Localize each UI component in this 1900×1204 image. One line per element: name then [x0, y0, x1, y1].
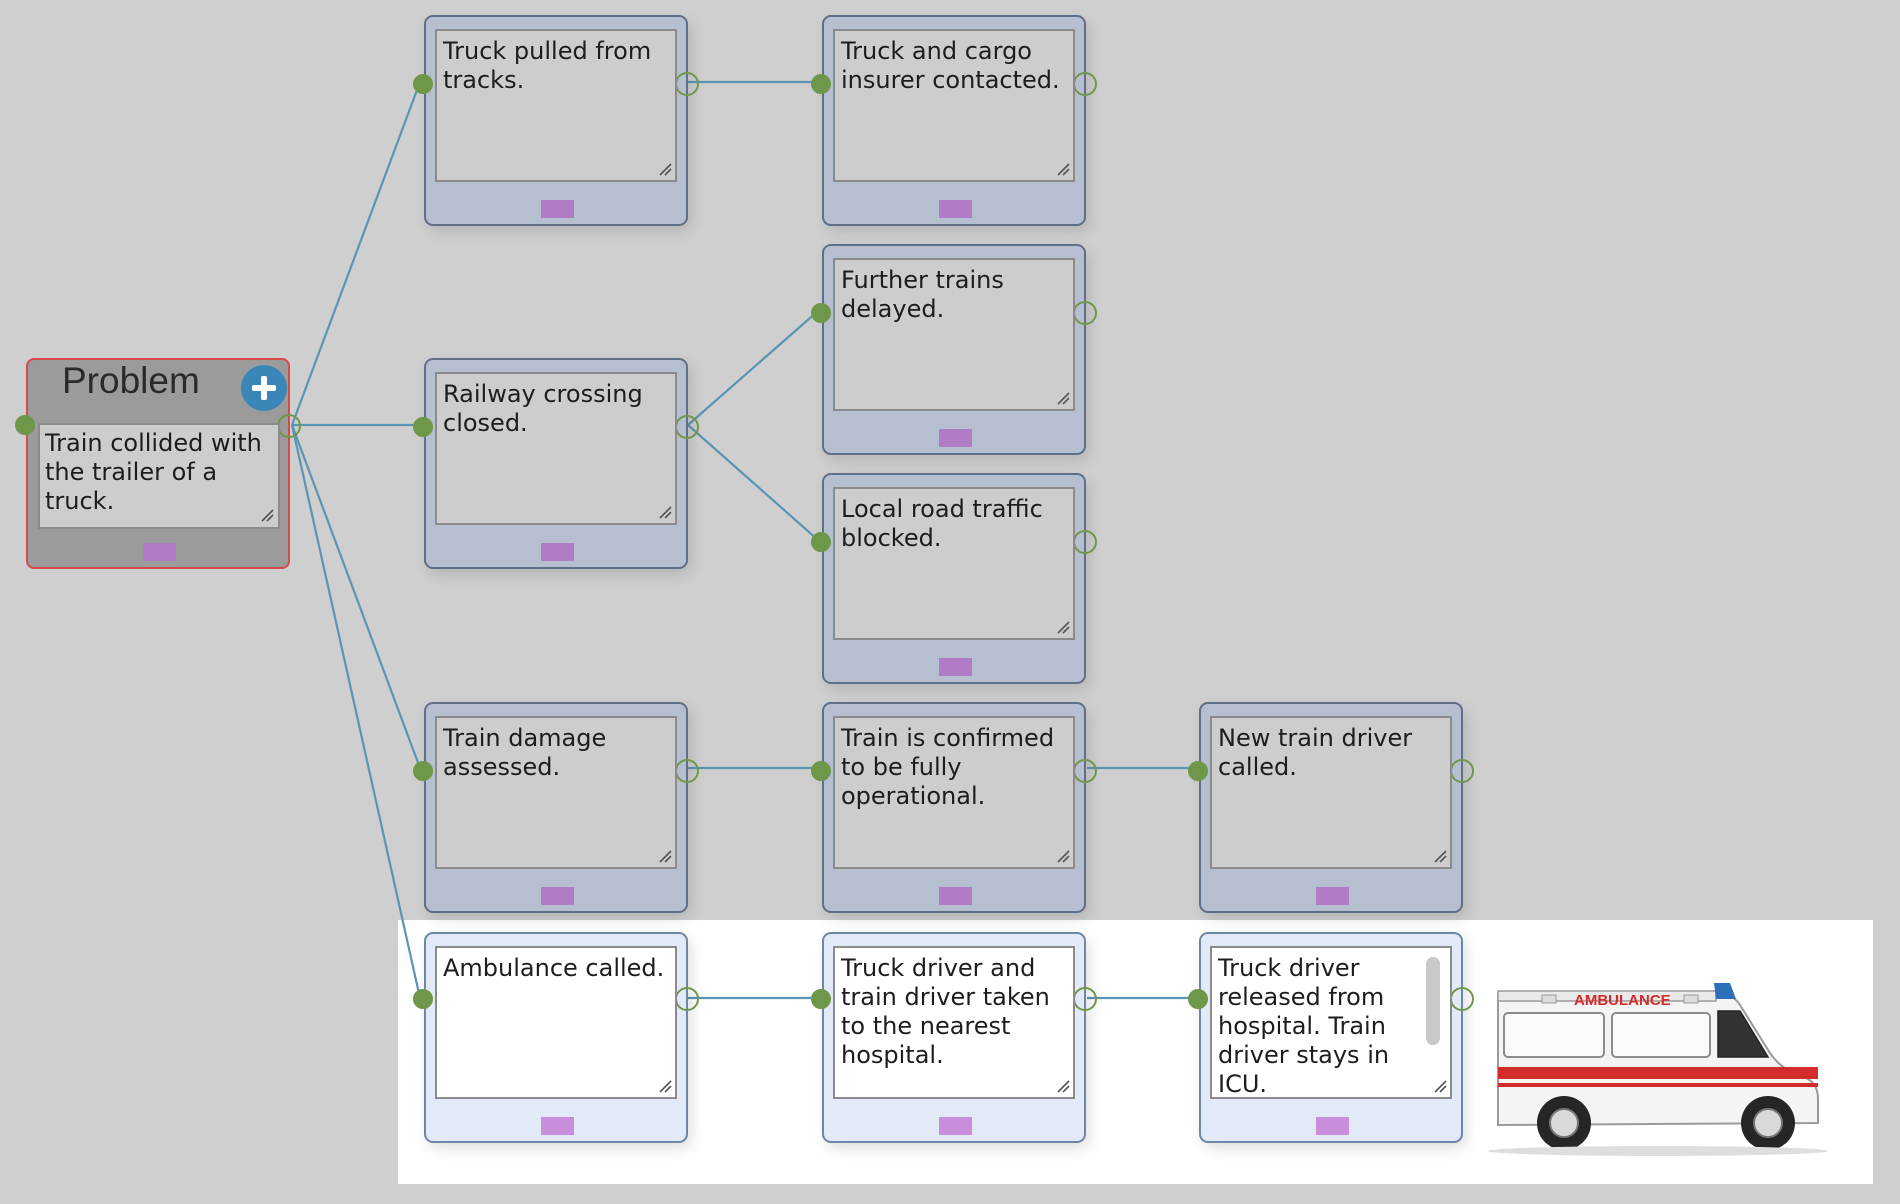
node-trains-delayed[interactable]: Further trains delayed. [811, 244, 1097, 455]
output-port[interactable] [1073, 987, 1097, 1011]
text-scrollbar[interactable] [1426, 957, 1440, 1045]
node-train-operational[interactable]: Train is confirmed to be fully operation… [811, 702, 1097, 913]
problem-input-port[interactable] [15, 415, 35, 435]
resize-handle-icon[interactable] [1431, 847, 1447, 863]
node-text[interactable]: Train is confirmed to be fully operation… [833, 716, 1075, 869]
node-tag[interactable] [1316, 1117, 1349, 1135]
node-text[interactable]: Truck driver released from hospital. Tra… [1210, 946, 1452, 1099]
ambulance-image: AMBULANCE [1488, 983, 1828, 1156]
output-port[interactable] [1450, 759, 1474, 783]
input-port[interactable] [413, 989, 433, 1009]
node-text[interactable]: Railway crossing closed. [435, 372, 677, 525]
problem-text[interactable]: Train collided with the trailer of a tru… [38, 423, 280, 529]
problem-output-port[interactable] [277, 414, 301, 438]
resize-handle-icon[interactable] [1054, 1077, 1070, 1093]
problem-title: Problem [62, 360, 200, 401]
problem-node[interactable]: Problem Train collided with the trailer … [15, 358, 301, 569]
resize-handle-icon[interactable] [1054, 160, 1070, 176]
node-tag[interactable] [939, 887, 972, 905]
output-port[interactable] [675, 72, 699, 96]
node-tag[interactable] [541, 887, 574, 905]
resize-handle-icon[interactable] [656, 503, 672, 519]
resize-handle-icon[interactable] [656, 160, 672, 176]
output-port[interactable] [675, 415, 699, 439]
output-port[interactable] [1073, 301, 1097, 325]
link-problem-n9 [290, 424, 422, 999]
node-tag[interactable] [939, 658, 972, 676]
node-text[interactable]: Ambulance called. [435, 946, 677, 1099]
input-port[interactable] [413, 417, 433, 437]
node-truck-pulled[interactable]: Truck pulled from tracks. [413, 15, 699, 226]
node-text[interactable]: Local road traffic blocked. [833, 487, 1075, 640]
resize-handle-icon[interactable] [1054, 847, 1070, 863]
node-insurer-contacted[interactable]: Truck and cargo insurer contacted. [811, 15, 1097, 226]
node-tag[interactable] [541, 1117, 574, 1135]
link-n3-n4 [687, 310, 819, 426]
node-text[interactable]: New train driver called. [1210, 716, 1452, 869]
resize-handle-icon[interactable] [258, 506, 274, 522]
link-problem-n6 [290, 424, 422, 769]
output-port[interactable] [675, 759, 699, 783]
resize-handle-icon[interactable] [1431, 1077, 1447, 1093]
node-driver-released[interactable]: Truck driver released from hospital. Tra… [1188, 932, 1474, 1143]
node-text[interactable]: Truck driver and train driver taken to t… [833, 946, 1075, 1099]
resize-handle-icon[interactable] [656, 847, 672, 863]
resize-handle-icon[interactable] [656, 1077, 672, 1093]
input-port[interactable] [811, 74, 831, 94]
resize-handle-icon[interactable] [1054, 618, 1070, 634]
node-drivers-hospital[interactable]: Truck driver and train driver taken to t… [811, 932, 1097, 1143]
node-tag[interactable] [939, 200, 972, 218]
node-damage-assessed[interactable]: Train damage assessed. [413, 702, 699, 913]
node-crossing-closed[interactable]: Railway crossing closed. [413, 358, 699, 569]
node-traffic-blocked[interactable]: Local road traffic blocked. [811, 473, 1097, 684]
node-text[interactable]: Truck pulled from tracks. [435, 29, 677, 182]
node-tag[interactable] [939, 429, 972, 447]
input-port[interactable] [811, 989, 831, 1009]
link-problem-n1 [290, 81, 422, 426]
output-port[interactable] [1073, 759, 1097, 783]
input-port[interactable] [811, 532, 831, 552]
node-text[interactable]: Further trains delayed. [833, 258, 1075, 411]
output-port[interactable] [675, 987, 699, 1011]
node-tag[interactable] [939, 1117, 972, 1135]
node-text[interactable]: Train damage assessed. [435, 716, 677, 869]
input-port[interactable] [811, 761, 831, 781]
node-ambulance-called[interactable]: Ambulance called. [413, 932, 699, 1143]
node-tag[interactable] [143, 543, 176, 561]
input-port[interactable] [1188, 761, 1208, 781]
input-port[interactable] [413, 74, 433, 94]
input-port[interactable] [1188, 989, 1208, 1009]
node-new-driver[interactable]: New train driver called. [1188, 702, 1474, 913]
output-port[interactable] [1450, 987, 1474, 1011]
output-port[interactable] [1073, 530, 1097, 554]
add-icon[interactable] [241, 365, 287, 411]
ambulance-label: AMBULANCE [1574, 992, 1671, 1009]
node-text[interactable]: Truck and cargo insurer contacted. [833, 29, 1075, 182]
output-port[interactable] [1073, 72, 1097, 96]
input-port[interactable] [413, 761, 433, 781]
node-tag[interactable] [1316, 887, 1349, 905]
resize-handle-icon[interactable] [1054, 389, 1070, 405]
input-port[interactable] [811, 303, 831, 323]
link-n3-n5 [687, 424, 819, 541]
node-tag[interactable] [541, 200, 574, 218]
node-tag[interactable] [541, 543, 574, 561]
